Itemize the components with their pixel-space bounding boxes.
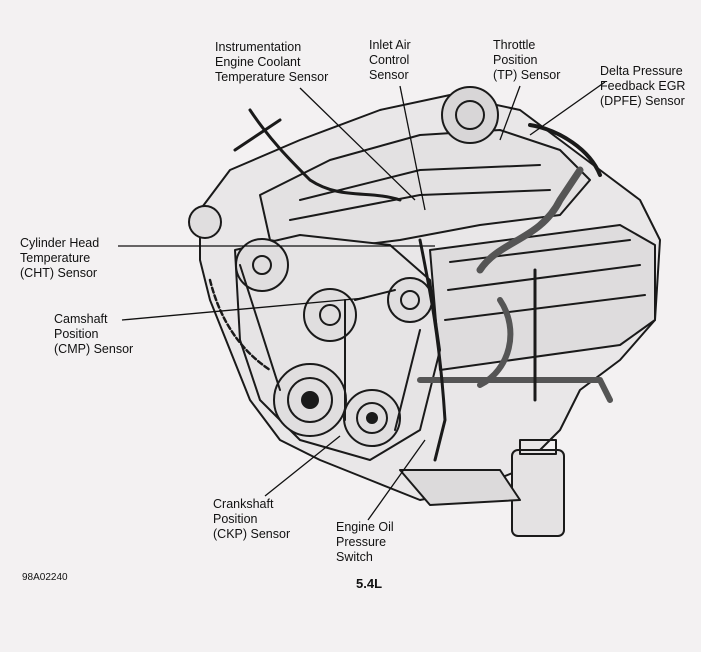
leader-line-cmp xyxy=(121,297,366,321)
label-cht-sensor: Cylinder Head Temperature (CHT) Sensor xyxy=(20,236,100,280)
label-iac-sensor: Inlet Air Control Sensor xyxy=(369,38,411,82)
label-cmp-sensor: Camshaft Position (CMP) Sensor xyxy=(54,312,134,356)
leader-line-iac xyxy=(399,85,426,211)
label-oil-pressure-switch: Engine Oil Pressure Switch xyxy=(336,520,394,564)
figure-id: 98A02240 xyxy=(22,572,68,583)
leader-lines xyxy=(118,81,606,521)
leader-line-tp xyxy=(499,85,521,141)
leader-line-oil xyxy=(367,439,426,521)
leader-line-ckp xyxy=(264,435,341,497)
label-tp-sensor: Throttle Position (TP) Sensor xyxy=(493,38,561,82)
label-ect-sensor: Instrumentation Engine Coolant Temperatu… xyxy=(215,40,329,84)
label-ckp-sensor: Crankshaft Position (CKP) Sensor xyxy=(213,497,291,541)
leader-line-dpfe xyxy=(529,81,606,136)
engine-caption: 5.4L xyxy=(356,576,383,591)
label-dpfe-sensor: Delta Pressure Feedback EGR (DPFE) Senso… xyxy=(600,64,686,108)
leader-line-ect xyxy=(299,87,416,201)
